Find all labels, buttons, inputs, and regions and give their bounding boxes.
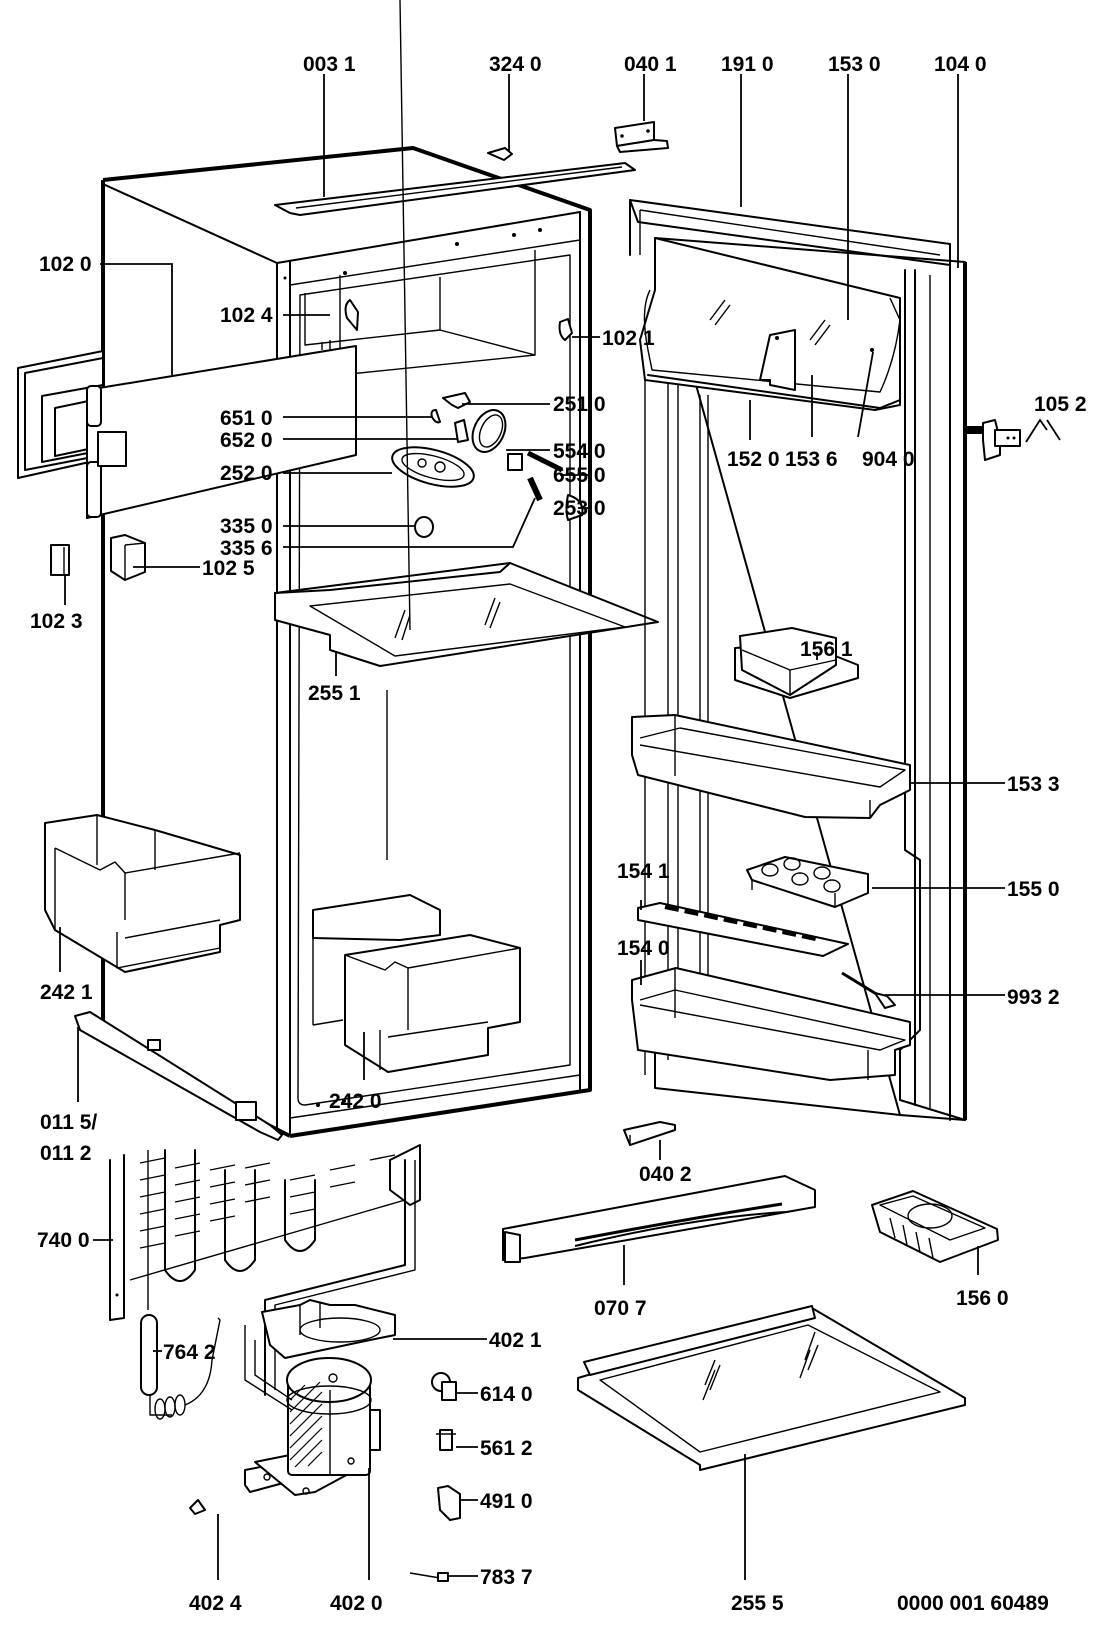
label-402-1: 402 1 [489,1329,542,1352]
part-labels: 003 1 324 0 040 1 191 0 153 0 104 0 102 … [30,53,1087,1615]
label-153-6: 153 6 [785,448,838,471]
part-255-1-glass-shelf [274,0,659,667]
label-561-2: 561 2 [480,1437,533,1460]
label-904-0: 904 0 [862,448,915,471]
label-242-0: 242 0 [329,1090,382,1113]
part-402-1-compressor-bracket [261,1299,396,1359]
part-102-1-bracket [558,318,573,341]
label-740-0: 740 0 [37,1229,90,1252]
part-491-0-cover [437,1485,461,1521]
label-040-1: 040 1 [624,53,677,76]
label-040-2: 040 2 [639,1163,692,1186]
part-102-3-hinge [50,544,70,576]
label-102-4: 102 4 [220,304,273,327]
part-011-5-bottom-rail [74,1011,283,1141]
label-993-2: 993 2 [1007,986,1060,1009]
part-242-0-crisper-bin [312,894,521,1073]
part-102-5-corner [110,534,146,581]
label-011-2: 011 2 [40,1142,91,1165]
part-155-0-egg-tray [746,856,869,908]
label-251-0: 251 0 [553,393,606,416]
part-255-5-glass-shelf [577,1305,966,1471]
label-255-1: 255 1 [308,682,361,705]
thermostat-parts [391,392,584,538]
part-783-7-pin [409,1572,449,1582]
label-102-1: 102 1 [602,327,655,350]
part-154-1-bottle-rack [637,902,849,957]
label-324-0: 324 0 [489,53,542,76]
freezer-door-assembly [17,340,357,519]
part-764-2-filter-drier [140,1150,221,1420]
label-153-3: 153 3 [1007,773,1060,796]
part-102-4-bracket [344,299,359,331]
label-335-0: 335 0 [220,515,273,538]
label-191-0: 191 0 [721,53,774,76]
label-242-1: 242 1 [40,981,93,1004]
label-102-3: 102 3 [30,610,83,633]
label-011-5: 011 5/ [40,1111,97,1134]
part-156-0-ice-tray [871,1190,999,1263]
part-105-2-hinge [966,419,1021,461]
part-402-4-clip [189,1499,206,1515]
part-040-2-hinge-bracket [623,1121,676,1146]
label-152-0: 152 0 [727,448,780,471]
label-102-0: 102 0 [39,253,92,276]
label-764-2: 764 2 [163,1341,216,1364]
label-252-0: 252 0 [220,462,273,485]
part-003-1-top-rail [274,162,636,216]
part-070-7-cover-strip [502,1175,816,1263]
label-154-0: 154 0 [617,937,670,960]
part-154-0-bottle-shelf [631,967,911,1081]
label-104-0: 104 0 [934,53,987,76]
label-155-0: 155 0 [1007,878,1060,901]
part-561-2-starter [436,1429,456,1451]
part-993-2-scraper [841,971,896,1009]
part-156-1-butter-dish [734,627,859,699]
label-003-1: 003 1 [303,53,356,76]
label-153-0: 153 0 [828,53,881,76]
label-070-7: 070 7 [594,1297,647,1320]
label-491-0: 491 0 [480,1490,533,1513]
label-156-1: 156 1 [800,638,853,661]
fridge-door-assembly [629,199,967,1121]
label-783-7: 783 7 [480,1566,533,1589]
part-153-3-door-shelf [631,714,911,819]
part-402-0-compressor [244,1325,381,1496]
part-614-0-relay [431,1372,457,1401]
label-554-0: 554 0 [553,440,606,463]
label-154-1: 154 1 [617,860,670,883]
part-040-1-hinge-bracket [614,121,669,153]
label-651-0: 651 0 [220,407,273,430]
label-255-5: 255 5 [731,1592,784,1615]
label-253-0: 253 0 [553,497,606,520]
part-242-1-door-bin [44,814,241,973]
label-402-4: 402 4 [189,1592,242,1615]
drawing-number: 0000 001 60489 [897,1592,1049,1615]
label-402-0: 402 0 [330,1592,383,1615]
label-335-6: 335 6 [220,537,273,560]
label-614-0: 614 0 [480,1383,533,1406]
label-156-0: 156 0 [956,1287,1009,1310]
label-102-5: 102 5 [202,557,255,580]
label-655-0: 655 0 [553,464,606,487]
label-652-0: 652 0 [220,429,273,452]
label-105-2: 105 2 [1034,393,1087,416]
leader-lines [59,74,1061,1580]
part-324-0-clip [487,147,513,161]
